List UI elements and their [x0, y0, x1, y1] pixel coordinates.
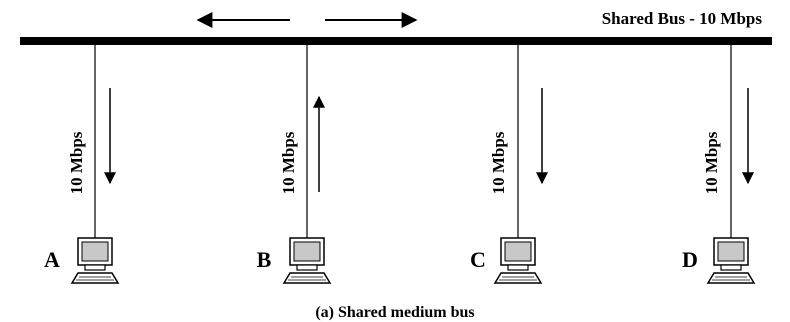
rate-label-b: 10 Mbps	[279, 131, 298, 194]
diagram-caption: (a) Shared medium bus	[315, 304, 474, 321]
rate-label-d: 10 Mbps	[702, 131, 721, 194]
shared-bus-line	[20, 37, 772, 45]
node-letter-b: B	[257, 247, 272, 272]
node-letter-a: A	[44, 247, 60, 272]
computer-icon	[282, 237, 332, 284]
computer-icon	[70, 237, 120, 284]
rate-label-c: 10 Mbps	[489, 131, 508, 194]
rate-label-a: 10 Mbps	[67, 131, 86, 194]
node-letter-d: D	[682, 247, 698, 272]
node-letter-c: C	[470, 247, 486, 272]
computer-icon	[706, 237, 756, 284]
computer-icon	[493, 237, 543, 284]
bus-label: Shared Bus - 10 Mbps	[602, 9, 763, 28]
